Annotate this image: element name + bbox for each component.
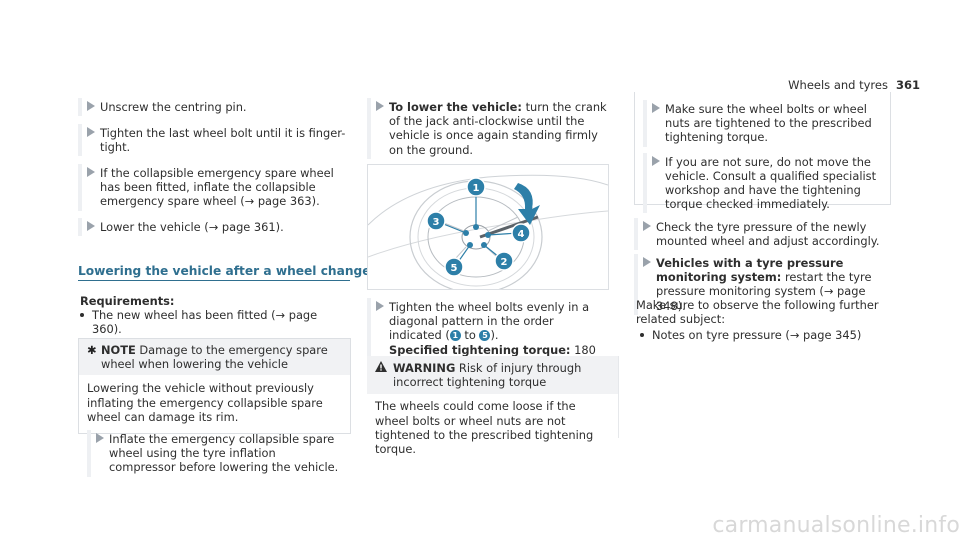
header-title: Wheels and tyres	[788, 78, 888, 92]
step-arrow-icon	[87, 101, 95, 111]
warning-body: The wheels could come loose if the wheel…	[375, 399, 594, 457]
callout-4: 4	[511, 223, 531, 243]
svg-text:1: 1	[473, 183, 480, 194]
section-rule	[78, 280, 350, 281]
ref-callout-1: 1	[449, 330, 461, 342]
warning-box: WARNING Risk of injury through incorrect…	[367, 356, 619, 461]
warning-header: WARNING Risk of injury through incorrect…	[367, 356, 619, 395]
callout-2: 2	[494, 251, 514, 271]
related-bullet: Notes on tyre pressure (→ page 345)	[640, 328, 888, 342]
warning-continued-box: Make sure the wheel bolts or wheel nuts …	[634, 92, 891, 214]
note-head: Damage to the emergency spare wheel when…	[101, 343, 328, 372]
step-arrow-icon	[643, 221, 651, 231]
warning-triangle-icon	[375, 361, 387, 389]
requirement-item: The new wheel has been fitted (→ page 36…	[80, 308, 320, 336]
note-body: Lowering the vehicle without previously …	[87, 381, 323, 424]
requirements-label: Requirements:	[80, 294, 175, 308]
step-arrow-icon	[376, 101, 384, 111]
box-step-consult: If you are not sure, do not move the veh…	[643, 152, 881, 214]
callout-3: 3	[426, 211, 446, 231]
observe-text: Make sure to observe the following furth…	[636, 298, 879, 327]
step-arrow-icon	[652, 103, 660, 113]
step-arrow-icon	[87, 221, 95, 231]
ref-callout-5: 5	[479, 330, 491, 342]
box-step-check-torque: Make sure the wheel bolts or wheel nuts …	[643, 100, 881, 147]
svg-text:3: 3	[433, 217, 440, 228]
step-arrow-icon	[87, 127, 95, 137]
warning-head: Risk of injury through incorrect tighten…	[393, 361, 582, 390]
step-lower-vehicle: To lower the vehicle: turn the crank of …	[367, 98, 607, 159]
step-tighten: Tighten the last wheel bolt until it is …	[78, 124, 350, 157]
step-arrow-icon	[87, 167, 95, 177]
note-box: ✱ NOTE Damage to the emergency spare whe…	[78, 338, 351, 477]
step-arrow-icon	[376, 301, 384, 311]
note-header: ✱ NOTE Damage to the emergency spare whe…	[79, 339, 350, 376]
callout-1: 1	[466, 177, 486, 197]
step-arrow-icon	[643, 257, 651, 267]
watermark: carmanualsonline.info	[712, 512, 960, 538]
notice-icon: ✱	[87, 343, 97, 357]
page-header: Wheels and tyres 361	[788, 78, 920, 92]
svg-text:5: 5	[451, 263, 458, 274]
note-step: Inflate the emergency collapsible spare …	[87, 430, 339, 477]
page-number: 361	[895, 78, 920, 92]
step-restart-tpms: Vehicles with a tyre pressure monitoring…	[634, 254, 889, 315]
step-lower: Lower the vehicle (→ page 361).	[78, 218, 350, 237]
warning-label: WARNING	[393, 361, 456, 375]
svg-text:4: 4	[518, 229, 525, 240]
step-unscrew: Unscrew the centring pin.	[78, 98, 350, 117]
step-inflate-spare: If the collapsible emergency spare wheel…	[78, 164, 350, 211]
svg-text:2: 2	[501, 257, 508, 268]
wheel-bolt-figure: 1 2 3 4 5	[367, 164, 609, 290]
callout-5: 5	[444, 257, 464, 277]
direction-arrow	[514, 183, 540, 225]
warning-rule	[618, 356, 619, 438]
step-check-pressure: Check the tyre pressure of the newly mou…	[634, 218, 889, 251]
note-label: NOTE	[101, 343, 136, 357]
bullet-icon	[640, 333, 644, 337]
step-arrow-icon	[652, 155, 660, 166]
section-title: Lowering the vehicle after a wheel chang…	[78, 264, 371, 278]
bullet-icon	[80, 313, 84, 317]
step-arrow-icon	[96, 433, 104, 444]
wheel-illustration: 1 2 3 4 5	[368, 174, 608, 289]
